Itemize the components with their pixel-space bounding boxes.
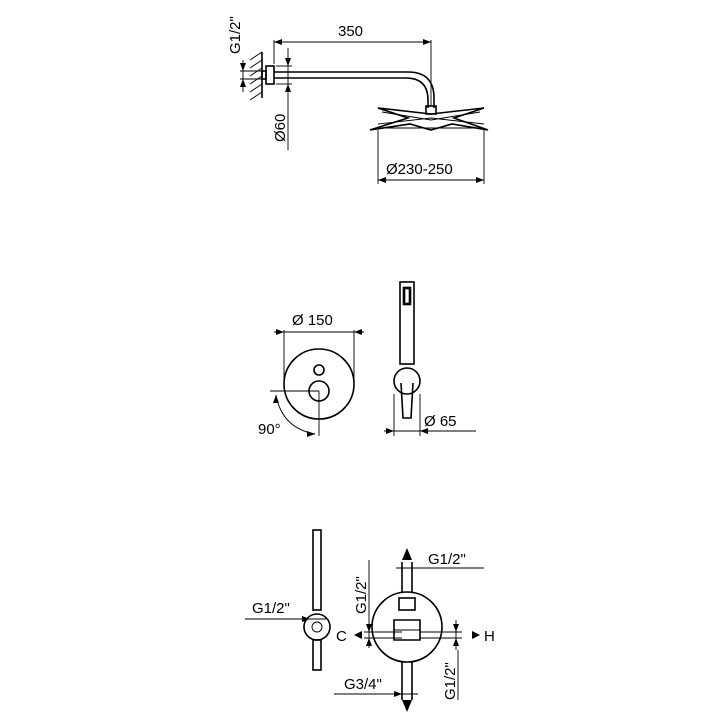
hose-tube	[312, 529, 322, 611]
outlet-diameter-label: Ø 65	[424, 413, 457, 430]
bottom-outlet-thread-label: G1/2"	[442, 662, 459, 700]
connections-view: G1/2" G1/2" G3/4" G1/2" C H	[245, 529, 495, 712]
left-outlet-thread-label: G1/2"	[353, 576, 370, 614]
head-diameter-label: Ø230-250	[386, 161, 453, 178]
diverter-knob	[313, 364, 325, 376]
wall-thread-label: G1/2"	[227, 16, 244, 54]
hand-shower-view: Ø 65	[384, 281, 476, 436]
hose-outlet	[303, 613, 331, 641]
arm-length-label: 350	[338, 23, 363, 40]
hot-label: H	[484, 628, 495, 645]
wall-flange	[265, 65, 275, 85]
top-outlet-thread-label: G1/2"	[428, 551, 466, 568]
hand-shower-handle	[399, 281, 415, 365]
wall-hatch	[249, 51, 263, 101]
shower-arm	[274, 71, 435, 108]
hose-outlet-thread-label: G1/2"	[252, 600, 290, 617]
shower-arm-view: 350 G1/2" Ø60 Ø230-250	[227, 16, 489, 184]
wall-outlet	[393, 367, 421, 395]
rotation-angle-label: 90°	[258, 421, 281, 438]
inlet-thread-label: G3/4"	[344, 676, 382, 693]
cold-label: C	[336, 628, 347, 645]
plate-diameter-label: Ø 150	[292, 312, 333, 329]
shower-head	[369, 107, 489, 184]
flange-diameter-label: Ø60	[272, 114, 289, 142]
mixer-front-view: Ø 150 90°	[258, 312, 364, 438]
mixer-body	[371, 591, 443, 663]
